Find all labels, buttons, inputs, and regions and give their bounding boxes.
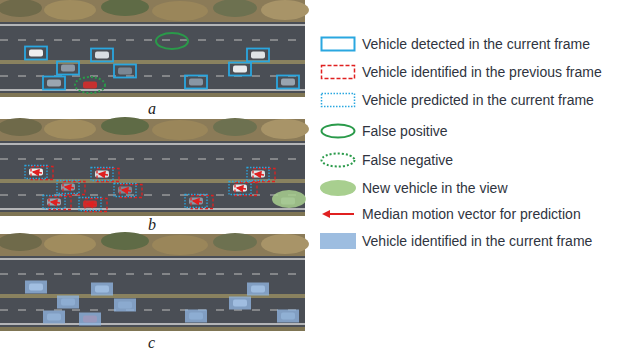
panel-label: c — [148, 334, 155, 352]
legend-text: Vehicle identified in the previous frame — [362, 64, 602, 80]
panel-label: a — [148, 100, 156, 118]
panel-label: b — [148, 216, 156, 234]
legend-symbol — [320, 64, 356, 80]
legend-text: Vehicle detected in the current frame — [362, 36, 590, 52]
legend-text: Median motion vector for prediction — [362, 206, 581, 222]
legend-symbol — [320, 152, 356, 168]
legend-text: New vehicle in the view — [362, 180, 508, 196]
legend-symbol — [320, 206, 356, 222]
legend-symbol — [320, 123, 356, 139]
legend-swatch — [320, 180, 356, 196]
legend-symbol — [320, 36, 356, 52]
legend-swatch — [320, 233, 356, 249]
legend-text: Vehicle identified in the current frame — [362, 233, 592, 249]
legend-text: Vehicle predicted in the current frame — [362, 92, 594, 108]
legend-symbol — [320, 92, 356, 108]
legend-text: False negative — [362, 152, 453, 168]
legend-text: False positive — [362, 123, 448, 139]
